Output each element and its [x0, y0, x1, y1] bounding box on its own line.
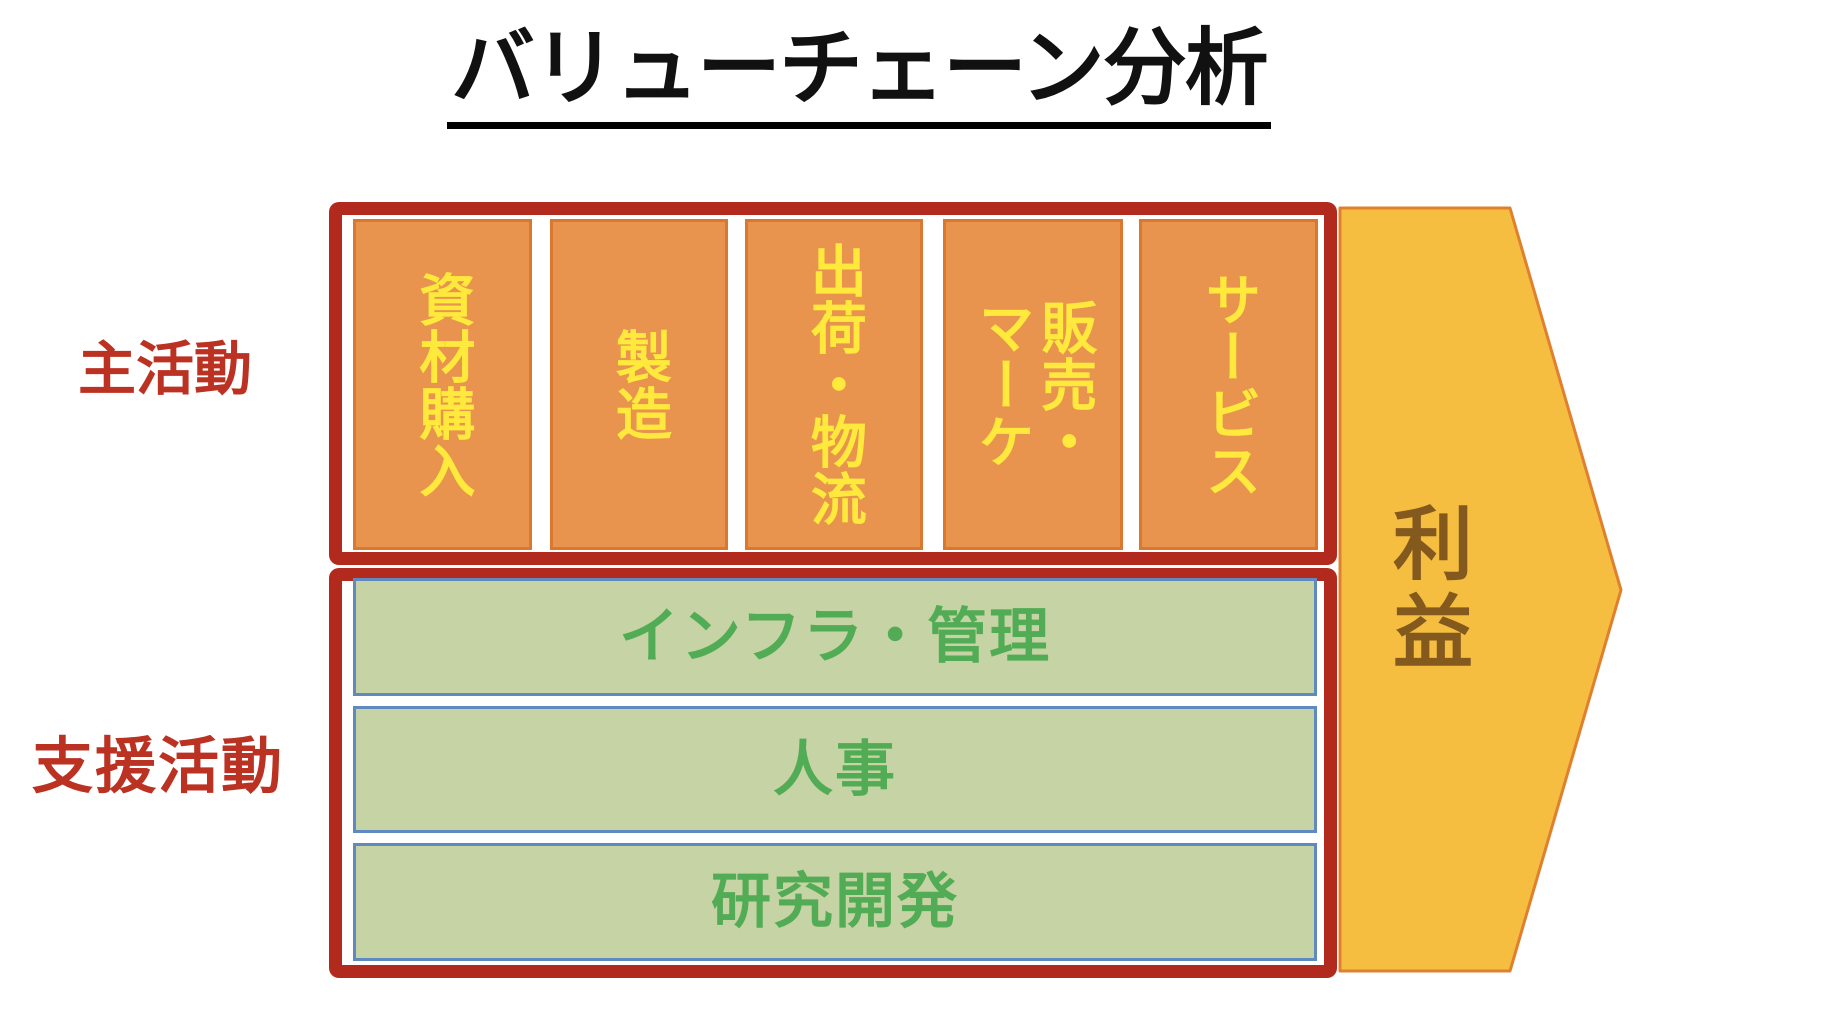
support-activities-label: 支援活動	[31, 732, 284, 800]
primary-activity-box-procurement: 資材購入	[353, 219, 532, 550]
support-activity-row-rnd: 研究開発	[353, 843, 1317, 961]
support-activity-row-infrastructure: インフラ・管理	[353, 578, 1317, 696]
support-activity-label: インフラ・管理	[618, 603, 1052, 670]
primary-activity-box-sales-marketing: 販売・ マーケ	[943, 219, 1123, 550]
primary-activity-label: 販売・ マーケ	[970, 299, 1097, 470]
primary-activity-box-logistics: 出荷・物流	[745, 219, 923, 550]
support-activity-row-hr: 人事	[353, 706, 1317, 833]
primary-activity-label-line1: 販売・	[1033, 299, 1097, 470]
primary-activity-label: 製造	[608, 327, 672, 442]
primary-activities-frame	[329, 202, 1337, 565]
page-title: バリューチェーン分析	[447, 22, 1271, 130]
primary-activity-label-line2: マーケ	[971, 299, 1034, 470]
primary-activity-box-service: サービス	[1139, 219, 1318, 550]
primary-activity-label: 資材購入	[411, 270, 475, 499]
support-activity-label: 人事	[773, 735, 897, 803]
profit-label: 利益	[1382, 501, 1471, 678]
primary-activities-label: 主活動	[77, 337, 252, 402]
primary-activity-label: 出荷・物流	[803, 242, 867, 527]
support-activities-frame	[329, 568, 1337, 978]
support-activity-label: 研究開発	[711, 868, 959, 935]
primary-activity-label: サービス	[1197, 270, 1261, 499]
primary-activity-box-manufacturing: 製造	[550, 219, 728, 550]
